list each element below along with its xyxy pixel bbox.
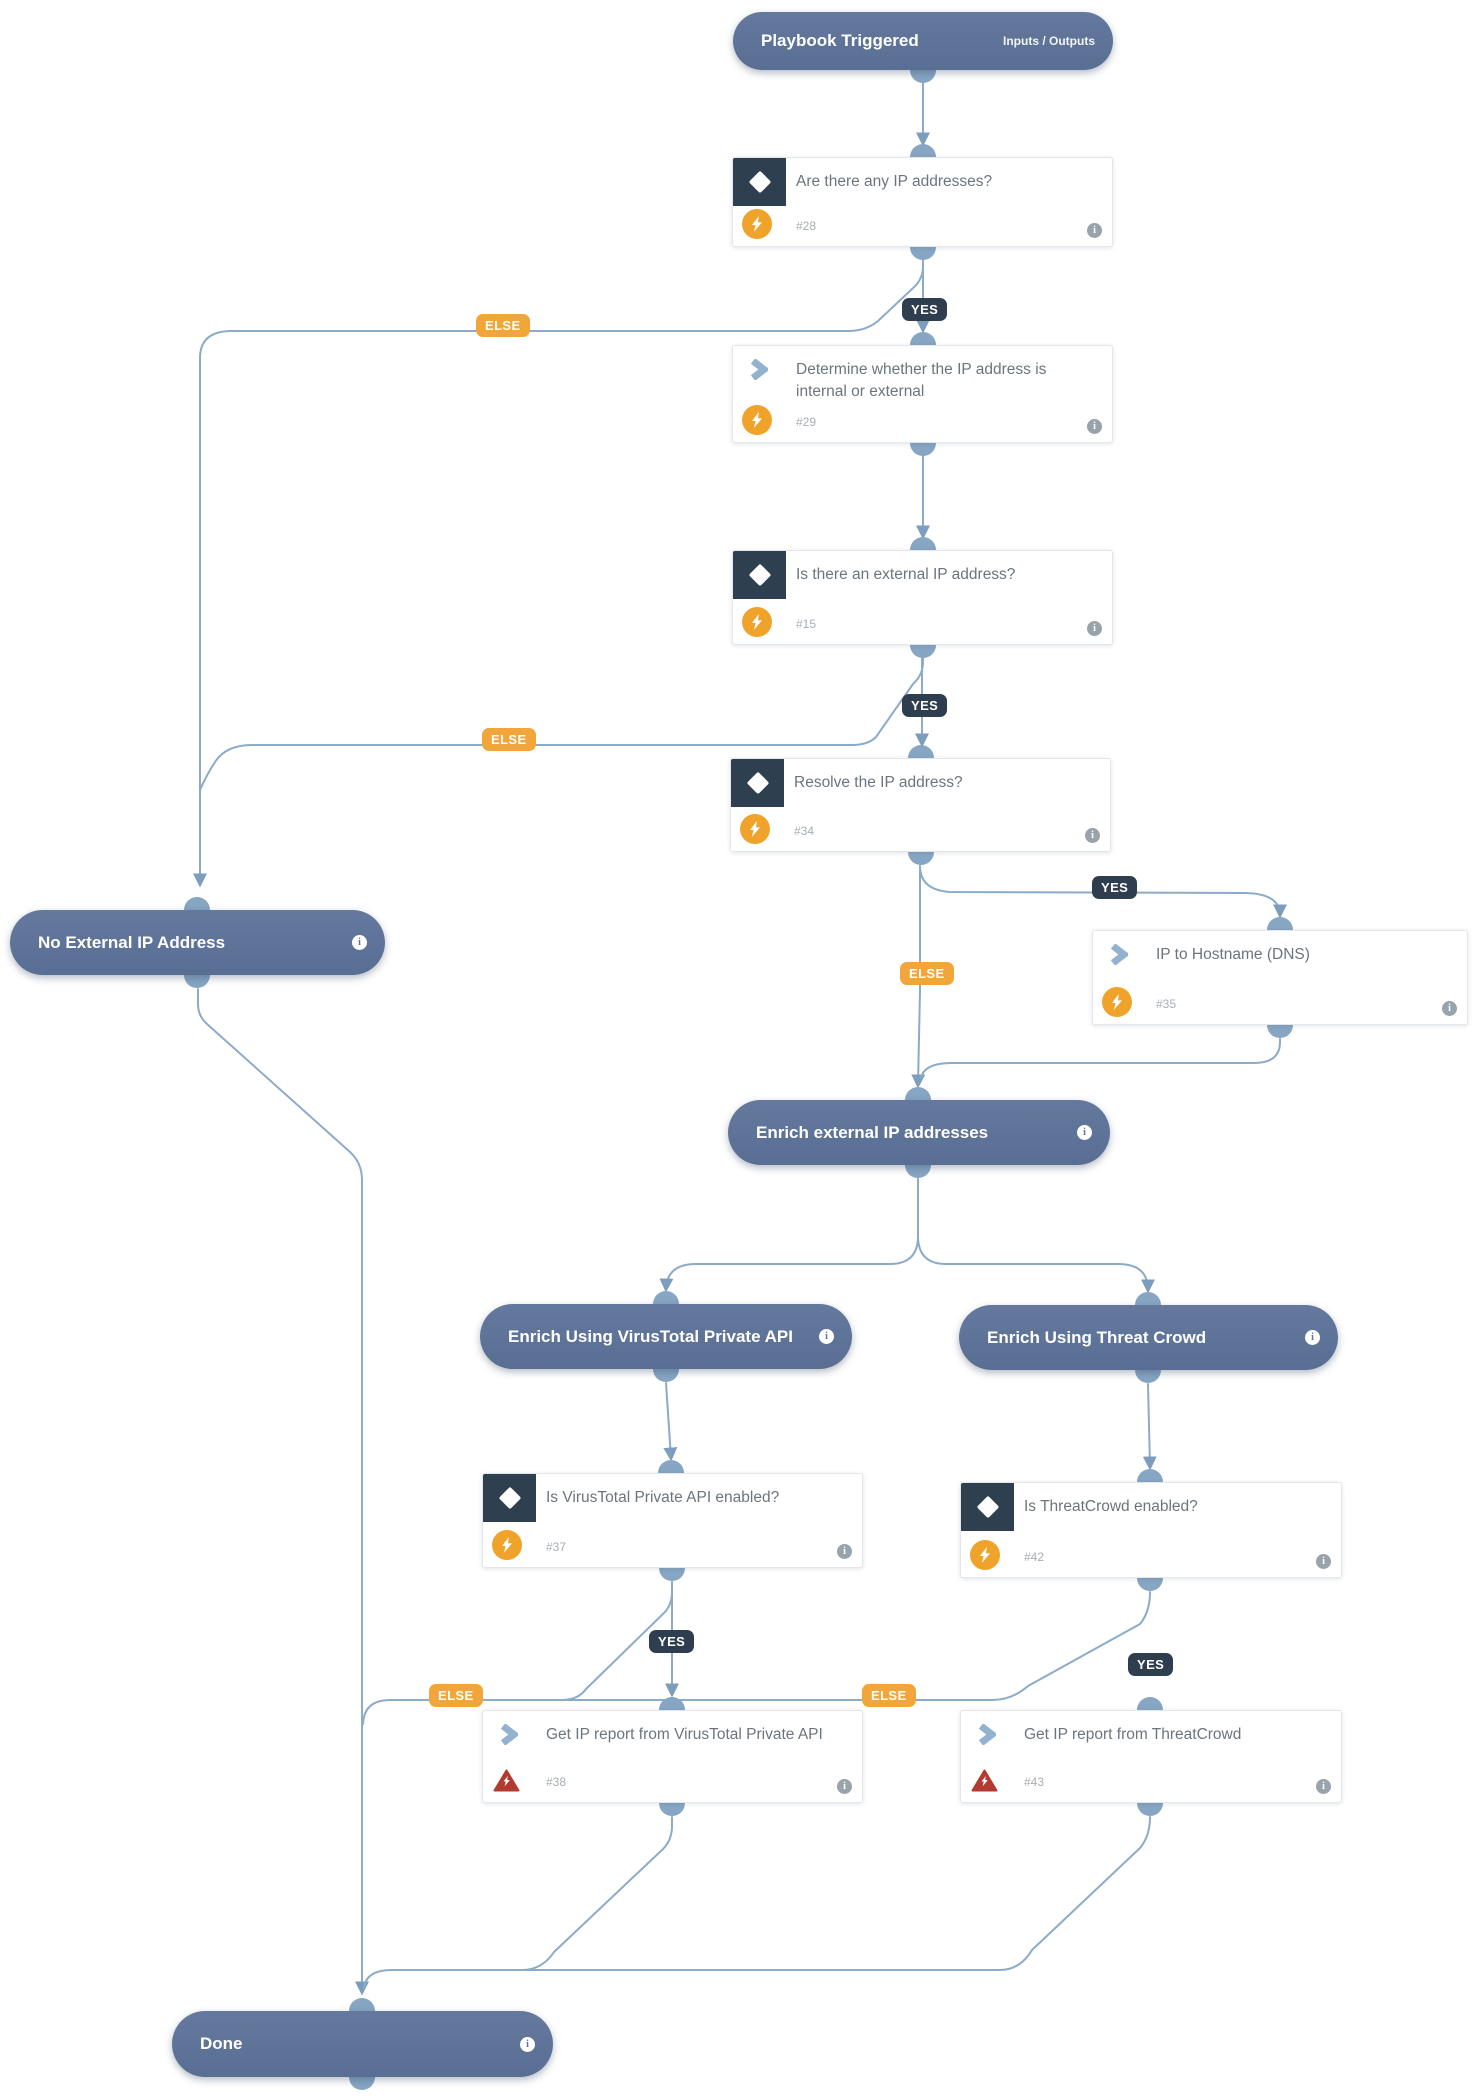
task-35[interactable]: IP to Hostname (DNS) #35 i — [1092, 930, 1468, 1025]
condition-diamond-icon — [733, 551, 786, 599]
info-icon[interactable]: i — [1087, 621, 1102, 636]
task-title: Resolve the IP address? — [794, 774, 963, 791]
automation-bolt-icon — [1102, 987, 1132, 1017]
info-icon[interactable]: i — [520, 2036, 535, 2052]
condition-diamond-icon — [731, 759, 784, 807]
node-done[interactable]: Done i — [172, 2011, 553, 2077]
task-number: #38 — [546, 1775, 567, 1789]
task-28[interactable]: Are there any IP addresses? #28 i — [732, 157, 1113, 247]
info-icon[interactable]: i — [1316, 1554, 1331, 1569]
edges — [193, 71, 1287, 1996]
task-29[interactable]: Determine whether the IP address is inte… — [732, 345, 1113, 443]
task-number: #34 — [794, 824, 815, 838]
task-number: #43 — [1024, 1775, 1045, 1789]
branch-label-else-15[interactable]: ELSE — [482, 728, 536, 751]
chevron-right-icon — [1110, 943, 1130, 966]
info-icon[interactable]: i — [1087, 223, 1102, 238]
info-icon[interactable]: i — [837, 1544, 852, 1559]
automation-bolt-icon — [740, 814, 770, 844]
branch-label-yes-37[interactable]: YES — [649, 1630, 695, 1653]
branch-label-else-42[interactable]: ELSE — [862, 1684, 916, 1707]
node-enrich-using-virustotal-private-api[interactable]: Enrich Using VirusTotal Private API i — [480, 1304, 852, 1369]
node-label: Enrich Using Threat Crowd — [987, 1327, 1207, 1347]
task-title: Determine whether the IP address is inte… — [796, 361, 1047, 400]
error-warning-triangle-icon — [493, 1769, 520, 1792]
task-title: IP to Hostname (DNS) — [1156, 946, 1310, 963]
info-icon[interactable]: i — [837, 1779, 852, 1794]
chevron-right-icon — [750, 358, 770, 381]
task-number: #35 — [1156, 997, 1177, 1011]
automation-bolt-icon — [492, 1530, 522, 1560]
info-icon[interactable]: i — [1087, 419, 1102, 434]
node-label: Enrich Using VirusTotal Private API — [508, 1326, 793, 1346]
info-icon[interactable]: i — [1442, 1001, 1457, 1016]
task-number: #37 — [546, 1540, 567, 1554]
task-title: Is ThreatCrowd enabled? — [1024, 1498, 1198, 1515]
branch-label-else-37[interactable]: ELSE — [429, 1684, 483, 1707]
task-number: #28 — [796, 219, 817, 233]
task-title: Is VirusTotal Private API enabled? — [546, 1489, 780, 1506]
chevron-right-icon — [500, 1723, 520, 1746]
task-38[interactable]: Get IP report from VirusTotal Private AP… — [482, 1710, 863, 1803]
chevron-right-icon — [978, 1723, 998, 1746]
node-enrich-using-threat-crowd[interactable]: Enrich Using Threat Crowd i — [959, 1305, 1338, 1370]
branch-label-yes-34[interactable]: YES — [1092, 876, 1138, 899]
info-icon[interactable]: i — [1077, 1125, 1092, 1140]
info-icon[interactable]: i — [1085, 828, 1100, 843]
condition-diamond-icon — [961, 1483, 1014, 1531]
task-number: #15 — [796, 617, 817, 631]
task-43[interactable]: Get IP report from ThreatCrowd #43 i — [960, 1710, 1342, 1803]
task-title: Are there any IP addresses? — [796, 173, 993, 190]
task-37[interactable]: Is VirusTotal Private API enabled? #37 i — [482, 1473, 863, 1568]
condition-diamond-icon — [483, 1474, 536, 1522]
branch-label-else-34[interactable]: ELSE — [900, 962, 954, 985]
branch-label-yes-28[interactable]: YES — [902, 298, 948, 321]
info-icon[interactable]: i — [1316, 1779, 1331, 1794]
task-number: #42 — [1024, 1550, 1045, 1564]
node-label: Done — [200, 2034, 243, 2054]
automation-bolt-icon — [742, 607, 772, 637]
branch-label-yes-42[interactable]: YES — [1128, 1653, 1174, 1676]
automation-bolt-icon — [970, 1540, 1000, 1570]
automation-bolt-icon — [742, 405, 772, 435]
info-icon[interactable]: i — [819, 1329, 834, 1344]
node-label: Enrich external IP addresses — [756, 1122, 989, 1142]
node-enrich-external-ip-addresses[interactable]: Enrich external IP addresses i — [728, 1100, 1110, 1165]
inputs-outputs-link[interactable]: Inputs / Outputs — [1003, 34, 1095, 48]
node-playbook-triggered[interactable]: Playbook Triggered Inputs / Outputs — [733, 12, 1113, 70]
node-label: No External IP Address — [38, 932, 226, 952]
condition-diamond-icon — [733, 158, 786, 206]
task-title: Is there an external IP address? — [796, 566, 1016, 583]
info-icon[interactable]: i — [1305, 1330, 1320, 1345]
task-15[interactable]: Is there an external IP address? #15 i — [732, 550, 1113, 645]
task-number: #29 — [796, 415, 817, 429]
branch-label-else-28[interactable]: ELSE — [476, 314, 530, 337]
task-42[interactable]: Is ThreatCrowd enabled? #42 i — [960, 1482, 1342, 1578]
node-label: Playbook Triggered — [761, 31, 919, 51]
node-no-external-ip-address[interactable]: No External IP Address i — [10, 910, 385, 975]
error-warning-triangle-icon — [971, 1769, 998, 1792]
task-34[interactable]: Resolve the IP address? #34 i — [730, 758, 1111, 852]
automation-bolt-icon — [742, 209, 772, 239]
task-title: Get IP report from VirusTotal Private AP… — [546, 1726, 823, 1743]
info-icon[interactable]: i — [352, 935, 367, 950]
task-title: Get IP report from ThreatCrowd — [1024, 1726, 1242, 1743]
branch-label-yes-15[interactable]: YES — [902, 694, 948, 717]
